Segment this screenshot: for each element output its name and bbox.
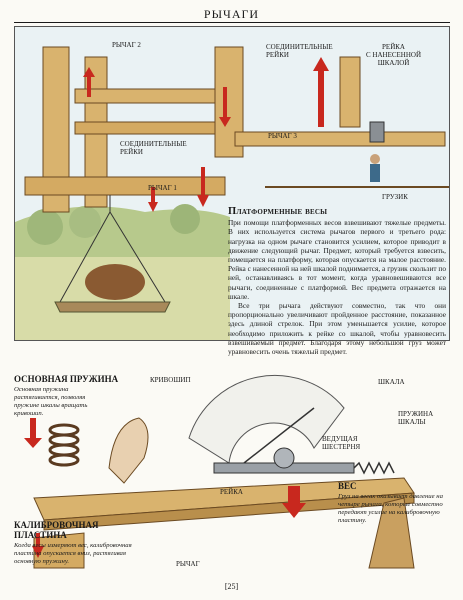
lever-3-beam <box>234 131 446 147</box>
scale-dial <box>188 374 345 464</box>
label-scale: ШКАЛА <box>378 378 405 386</box>
platform-paragraph-2: Все три рычага действуют совместно, так … <box>228 301 446 357</box>
label-lever: РЫЧАГ <box>176 560 200 568</box>
lever-support <box>368 497 415 569</box>
label-lever-1: РЫЧАГ 1 <box>148 184 177 192</box>
platform-scale-illustration <box>14 26 450 341</box>
scale-spring <box>353 461 395 475</box>
page-number: [25] <box>224 582 239 591</box>
label-lever-2: РЫЧАГ 2 <box>112 41 141 49</box>
calibration-plate-text: Когда весы измеряют вес, калибровочная п… <box>14 542 132 565</box>
label-drive-gear: ВЕДУЩАЯ ШЕСТЕРНЯ <box>322 435 361 451</box>
drive-gear <box>273 447 295 469</box>
page-title: РЫЧАГИ <box>203 7 260 21</box>
label-weight: ГРУЗИК <box>382 193 408 201</box>
label-rack: РЕЙКА <box>220 488 243 496</box>
weight-block <box>369 121 385 143</box>
calibration-plate-heading: Калибровочная пластина <box>14 520 99 540</box>
main-spring-text: Основная пружина растягивается, позволяя… <box>14 386 88 417</box>
label-crank: КРИВОШИП <box>150 376 191 384</box>
dial-needle <box>243 407 315 464</box>
spring-arrow <box>24 418 42 448</box>
spring-scale-illustration <box>24 374 415 569</box>
main-spring <box>48 423 80 467</box>
weight-arrow <box>282 486 306 518</box>
weight-heading: Вес <box>338 481 357 491</box>
label-scale-spring: ПРУЖИНА ШКАЛЫ <box>398 410 434 426</box>
weight-text: Груз на весах оказывает давление на четы… <box>338 493 443 524</box>
lever-1-beam <box>24 176 226 196</box>
title-rule <box>14 22 450 23</box>
platform-paragraph-1: При помощи платформенных весов взвешиваю… <box>228 218 446 301</box>
platform-heading: Платформенные весы <box>228 206 328 217</box>
main-spring-heading: Основная пружина <box>14 374 119 384</box>
label-connecting-rods-top: СОЕДИНИТЕЛЬНЫЕ РЕЙКИ <box>266 43 333 59</box>
connecting-beam <box>74 121 226 135</box>
mammoth-figure <box>85 264 145 300</box>
platform-scale-drawing <box>15 27 449 340</box>
weighing-platform <box>54 301 171 313</box>
crank <box>108 417 149 484</box>
label-connecting-rods-left: СОЕДИНИТЕЛЬНЫЕ РЕЙКИ <box>120 140 187 156</box>
label-lever-3: РЫЧАГ 3 <box>268 132 297 140</box>
label-scale-rail: РЕЙКА С НАНЕСЕННОЙ ШКАЛОЙ <box>366 43 422 67</box>
plate-arrow <box>32 533 44 558</box>
motion-arrows <box>83 57 329 212</box>
lever-2-beam <box>74 88 236 104</box>
platform-scale-text: Платформенные весы При помощи платформен… <box>228 206 446 357</box>
calibration-base <box>33 532 85 569</box>
scale-rail <box>339 56 361 128</box>
